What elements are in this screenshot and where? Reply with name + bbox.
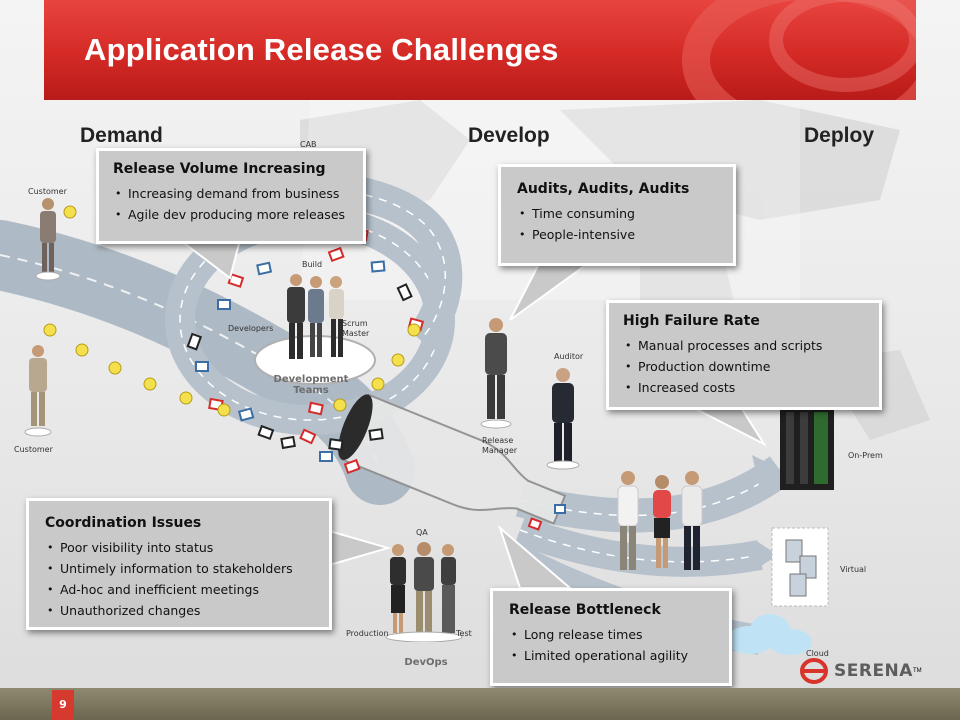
label-development-teams: Development Teams xyxy=(273,374,349,396)
virtual-servers-icon xyxy=(771,527,829,607)
label-qa: QA xyxy=(416,528,428,537)
callout-bullet: Poor visibility into status xyxy=(45,537,315,558)
title-banner xyxy=(44,0,916,100)
customer-figure-top xyxy=(35,198,61,281)
callout-bullet: Agile dev producing more releases xyxy=(113,204,351,225)
callout-bullet: Production downtime xyxy=(623,356,865,377)
callout-failure-heading: High Failure Rate xyxy=(623,313,760,329)
label-devops: DevOps xyxy=(404,657,448,668)
callout-coordination-heading: Coordination Issues xyxy=(45,515,202,531)
banner-swirl-decoration xyxy=(682,0,916,100)
callout-release-volume: Release Volume Increasing Increasing dem… xyxy=(96,148,366,244)
callout-high-failure-rate: High Failure Rate Manual processes and s… xyxy=(606,300,882,410)
callout-bullet: Time consuming xyxy=(517,203,719,224)
label-virtual: Virtual xyxy=(840,565,867,574)
label-customer-top: Customer xyxy=(28,187,67,196)
label-build: Build xyxy=(302,260,323,269)
serena-logo: SERENA TM xyxy=(800,658,922,684)
callout-bottleneck-heading: Release Bottleneck xyxy=(509,602,661,618)
phase-develop: Develop xyxy=(468,124,550,147)
callout-bullet: Ad-hoc and inefficient meetings xyxy=(45,579,315,600)
page-number: 9 xyxy=(52,690,74,720)
callout-release-volume-heading: Release Volume Increasing xyxy=(113,161,326,177)
callout-bullet: Increased costs xyxy=(623,377,865,398)
label-customer-bottom: Customer xyxy=(14,445,53,454)
serena-logo-icon xyxy=(800,658,828,684)
server-rack-icon xyxy=(780,404,834,490)
cloud-icon xyxy=(726,614,812,655)
customer-figure-bottom xyxy=(24,345,52,437)
devops-team-figures xyxy=(385,542,463,642)
callout-bullet: Manual processes and scripts xyxy=(623,335,865,356)
label-auditor: Auditor xyxy=(554,352,584,361)
footer-bar xyxy=(0,688,960,720)
callout-audits: Audits, Audits, Audits Time consuming Pe… xyxy=(498,164,736,266)
label-release-manager: Release Manager xyxy=(482,436,518,455)
callout-release-bottleneck: Release Bottleneck Long release times Li… xyxy=(490,588,732,686)
callout-bullet: Long release times xyxy=(509,624,715,645)
callout-bullet: Increasing demand from business xyxy=(113,183,351,204)
label-on-prem: On-Prem xyxy=(848,451,883,460)
callout-bullet: People-intensive xyxy=(517,224,719,245)
callout-audits-heading: Audits, Audits, Audits xyxy=(517,181,690,197)
page-title: Application Release Challenges xyxy=(84,32,559,67)
bottleneck-bottle xyxy=(337,393,567,525)
callout-bullet: Unauthorized changes xyxy=(45,600,315,621)
label-scrum-master: Scrum Master xyxy=(342,319,370,338)
label-test: Test xyxy=(456,629,472,638)
label-cloud: Cloud xyxy=(806,649,829,658)
release-manager-figure xyxy=(480,318,512,429)
serena-logo-text: SERENA xyxy=(834,661,913,681)
callout-bullet: Untimely information to stakeholders xyxy=(45,558,315,579)
label-developers: Developers xyxy=(228,324,274,333)
deploy-team-figures xyxy=(617,471,703,570)
phase-deploy: Deploy xyxy=(804,124,875,147)
callout-bullet: Limited operational agility xyxy=(509,645,715,666)
callout-coordination-issues: Coordination Issues Poor visibility into… xyxy=(26,498,332,630)
label-production: Production xyxy=(346,629,389,638)
serena-logo-tm: TM xyxy=(912,668,922,674)
label-cab: CAB xyxy=(300,140,317,149)
auditor-figure xyxy=(546,368,580,470)
development-team-figures xyxy=(287,274,344,359)
phase-demand: Demand xyxy=(80,124,163,147)
lightbulb-icons xyxy=(43,205,421,417)
